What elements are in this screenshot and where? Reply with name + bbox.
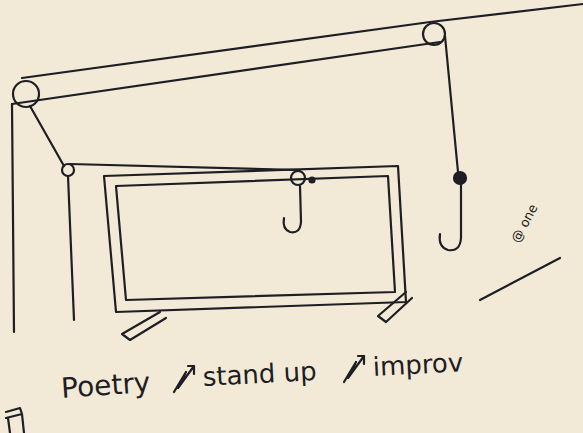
screen-inner <box>116 176 395 300</box>
pen-icon <box>6 408 24 433</box>
handwritten-label: @ one <box>508 202 541 246</box>
top-beam <box>22 4 583 78</box>
stroke <box>480 258 560 300</box>
left-post <box>12 104 14 332</box>
squiggle-arrow <box>344 356 364 382</box>
screen-frame <box>104 166 406 312</box>
top-beam-inner <box>12 42 440 104</box>
rope <box>70 164 300 170</box>
rope-knot <box>454 172 466 184</box>
foot <box>378 292 412 322</box>
pulley <box>291 171 305 185</box>
hook <box>440 184 461 250</box>
handwritten-label: stand up <box>202 356 317 392</box>
squiggle-arrow <box>174 366 194 392</box>
pulley <box>423 23 445 45</box>
pulley <box>13 81 39 107</box>
rope <box>445 36 458 172</box>
handwritten-label: Poetry <box>60 366 151 405</box>
dot <box>310 178 315 183</box>
hook <box>284 186 301 232</box>
handwritten-label: improv <box>372 347 464 382</box>
foot <box>122 312 166 340</box>
rope <box>30 106 64 166</box>
rope <box>68 176 74 320</box>
